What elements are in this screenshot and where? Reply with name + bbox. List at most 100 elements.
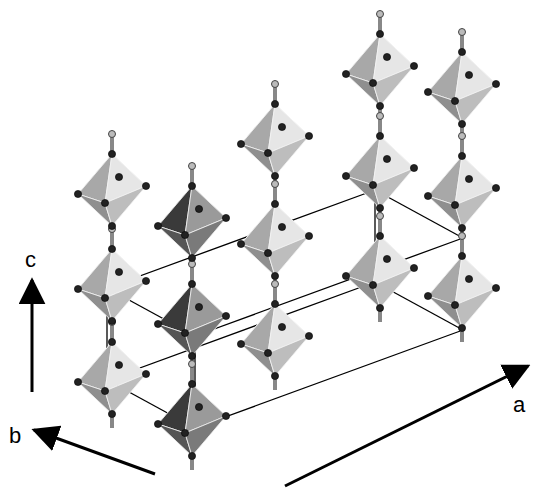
- oxygen-atom: [410, 164, 417, 171]
- oxygen-atom: [369, 79, 376, 86]
- oxygen-atom: [451, 301, 458, 308]
- oxygen-atom: [458, 152, 465, 159]
- octahedra: [74, 11, 499, 471]
- octahedron: [74, 245, 149, 324]
- linker-atom: [189, 361, 196, 368]
- oxygen-atom: [271, 272, 278, 279]
- oxygen-atom: [424, 192, 431, 199]
- oxygen-atom: [74, 285, 81, 292]
- axes: [32, 280, 528, 486]
- oxygen-atom: [108, 222, 115, 229]
- oxygen-atom: [188, 254, 195, 261]
- oxygen-atom: [376, 102, 383, 109]
- octahedron-face: [373, 268, 414, 308]
- octahedron: [424, 252, 499, 331]
- oxygen-atom: [458, 224, 465, 231]
- oxygen-atom: [271, 200, 278, 207]
- octahedron-face: [185, 218, 226, 258]
- octahedron-face: [455, 288, 496, 328]
- octahedron-face: [455, 84, 496, 124]
- octahedron: [424, 48, 499, 127]
- axis-label: c: [25, 249, 36, 271]
- octahedron-face: [455, 188, 496, 228]
- oxygen-atom: [237, 240, 244, 247]
- octahedron: [154, 182, 229, 261]
- octahedron-face: [185, 316, 226, 356]
- oxygen-atom: [195, 403, 202, 410]
- octahedron: [237, 300, 312, 379]
- oxygen-atom: [271, 172, 278, 179]
- oxygen-atom: [181, 329, 188, 336]
- oxygen-atom: [342, 70, 349, 77]
- octahedron-chain: [342, 11, 417, 323]
- oxygen-atom: [195, 205, 202, 212]
- oxygen-atom: [383, 53, 390, 60]
- oxygen-atom: [410, 264, 417, 271]
- octahedron-face: [105, 281, 146, 321]
- oxygen-atom: [369, 281, 376, 288]
- octahedron-face: [105, 186, 146, 226]
- oxygen-atom: [154, 420, 161, 427]
- a-axis-arrow: [285, 366, 528, 486]
- octahedron-face: [268, 336, 309, 376]
- oxygen-atom: [458, 252, 465, 259]
- oxygen-atom: [458, 48, 465, 55]
- oxygen-atom: [154, 222, 161, 229]
- octahedron-chain: [237, 81, 312, 391]
- oxygen-atom: [410, 62, 417, 69]
- octahedron: [74, 150, 149, 229]
- oxygen-atom: [458, 120, 465, 127]
- octahedron-face: [105, 374, 146, 414]
- cell-edge: [107, 190, 375, 288]
- oxygen-atom: [376, 304, 383, 311]
- oxygen-atom: [101, 294, 108, 301]
- oxygen-atom: [142, 277, 149, 284]
- oxygen-atom: [108, 245, 115, 252]
- oxygen-atom: [465, 175, 472, 182]
- oxygen-atom: [465, 275, 472, 282]
- octahedron: [154, 380, 229, 459]
- oxygen-atom: [369, 181, 376, 188]
- linker-atom: [377, 11, 384, 18]
- c-axis-arrow: [31, 280, 34, 392]
- oxygen-atom: [188, 352, 195, 359]
- oxygen-atom: [222, 412, 229, 419]
- oxygen-atom: [264, 149, 271, 156]
- oxygen-atom: [451, 201, 458, 208]
- octahedron-chain: [154, 163, 229, 471]
- oxygen-atom: [458, 324, 465, 331]
- octahedron: [342, 232, 417, 311]
- octahedron-face: [268, 236, 309, 276]
- linker-atom: [272, 181, 279, 188]
- oxygen-atom: [237, 340, 244, 347]
- oxygen-atom: [188, 280, 195, 287]
- oxygen-atom: [492, 184, 499, 191]
- oxygen-atom: [271, 372, 278, 379]
- oxygen-atom: [101, 387, 108, 394]
- oxygen-atom: [108, 317, 115, 324]
- cell-edge: [195, 238, 463, 336]
- axis-label: b: [9, 425, 21, 447]
- oxygen-atom: [188, 182, 195, 189]
- cell-edge: [107, 282, 375, 380]
- oxygen-atom: [108, 410, 115, 417]
- oxygen-atom: [115, 268, 122, 275]
- octahedron: [424, 152, 499, 231]
- oxygen-atom: [188, 452, 195, 459]
- oxygen-atom: [142, 182, 149, 189]
- linker-atom: [272, 81, 279, 88]
- oxygen-atom: [305, 132, 312, 139]
- cell-edge: [195, 330, 463, 428]
- oxygen-atom: [376, 232, 383, 239]
- oxygen-atom: [271, 300, 278, 307]
- linker-atom: [189, 163, 196, 170]
- octahedron-face: [373, 168, 414, 208]
- oxygen-atom: [74, 190, 81, 197]
- linker-atom: [377, 213, 384, 220]
- octahedron: [237, 100, 312, 179]
- octahedron: [154, 280, 229, 359]
- oxygen-atom: [424, 88, 431, 95]
- oxygen-atom: [305, 332, 312, 339]
